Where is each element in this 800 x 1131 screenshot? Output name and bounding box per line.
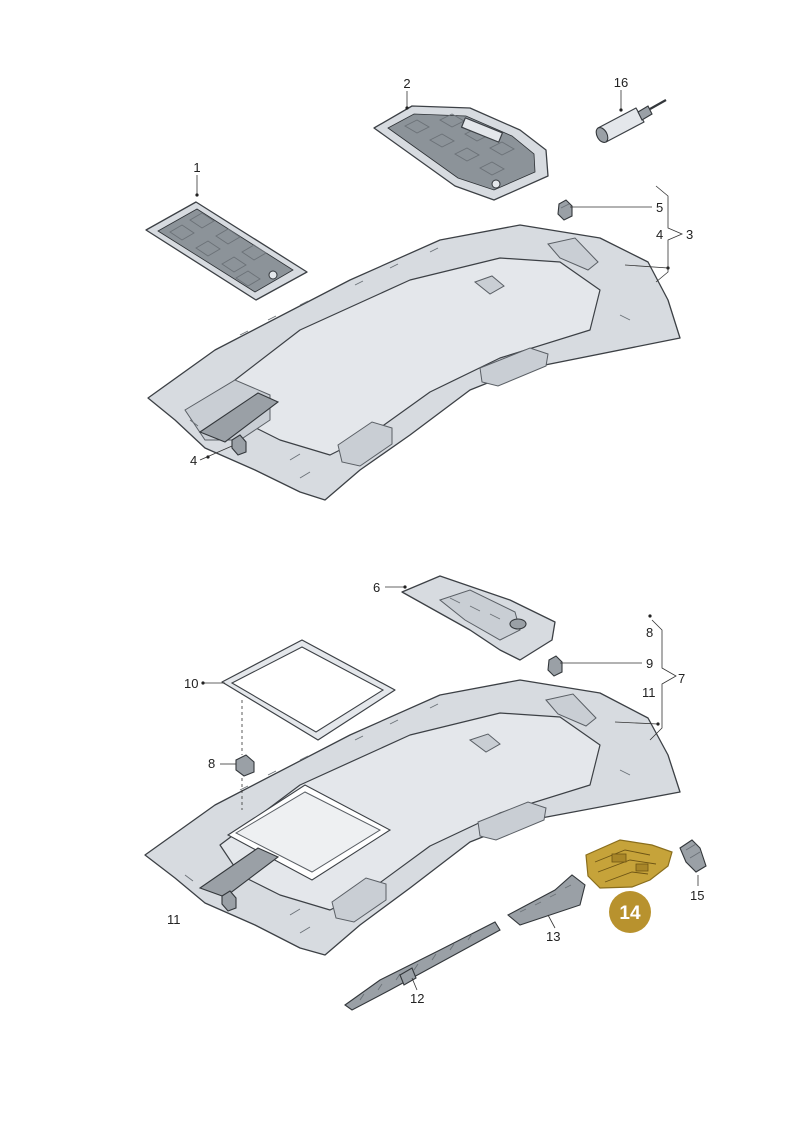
callout-11-left: 11 bbox=[167, 912, 181, 927]
callout-7: 7 bbox=[678, 671, 685, 686]
headliner-upper bbox=[147, 224, 681, 501]
callout-1: 1 bbox=[193, 160, 200, 175]
part-2-insulation-mat bbox=[373, 105, 549, 201]
part-6-reinforcement bbox=[401, 575, 556, 661]
callout-6: 6 bbox=[373, 580, 380, 595]
part-14-highlighted-module bbox=[585, 839, 673, 889]
callout-12: 12 bbox=[410, 991, 424, 1006]
lower-assembly: 14 6 8 9 bbox=[144, 575, 707, 1011]
part-16-adhesive-tube bbox=[595, 99, 667, 143]
callout-3: 3 bbox=[686, 227, 693, 242]
callout-13: 13 bbox=[546, 929, 560, 944]
lower-callouts: 6 8 9 7 11 10 8 11 15 13 12 bbox=[167, 580, 704, 1006]
callout-10: 10 bbox=[184, 676, 198, 691]
callout-14: 14 bbox=[619, 903, 641, 924]
part-13-bracket bbox=[507, 874, 586, 926]
callout-15: 15 bbox=[690, 888, 704, 903]
part-15-clip bbox=[679, 839, 707, 873]
upper-assembly: 1 2 16 5 4 3 4 bbox=[145, 75, 693, 501]
part-10-sunroof-seal bbox=[221, 639, 396, 741]
upper-leader-lines bbox=[195, 90, 684, 461]
callout-4-left: 4 bbox=[190, 453, 197, 468]
part-9-clip bbox=[547, 655, 563, 677]
callout-16: 16 bbox=[614, 75, 628, 90]
part-12-rail bbox=[344, 921, 501, 1011]
callout-9: 9 bbox=[646, 656, 653, 671]
part-8-clip bbox=[235, 754, 255, 777]
callout-8-right: 8 bbox=[646, 625, 653, 640]
badge-14: 14 bbox=[609, 891, 651, 933]
headliner-lower bbox=[144, 679, 681, 956]
callout-8-left: 8 bbox=[208, 756, 215, 771]
callout-11-right: 11 bbox=[642, 685, 656, 700]
lower-leader-lines bbox=[201, 585, 699, 991]
part-1-insulation-mat bbox=[145, 201, 308, 301]
callout-2: 2 bbox=[403, 76, 410, 91]
callout-5: 5 bbox=[656, 200, 663, 215]
part-5-clip bbox=[557, 199, 573, 221]
callout-4-upper: 4 bbox=[656, 227, 663, 242]
upper-callouts: 1 2 16 5 4 3 4 bbox=[190, 75, 693, 468]
